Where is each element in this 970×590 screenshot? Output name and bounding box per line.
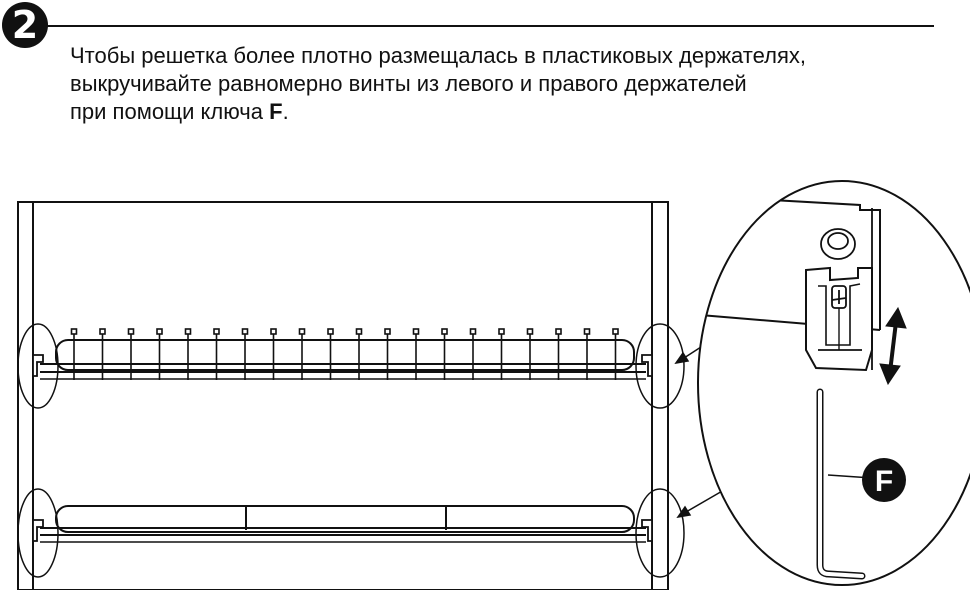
rack-tine-cap (583, 328, 591, 335)
wrench-key-letter: F (269, 99, 283, 124)
rack-tine-cap (441, 328, 448, 335)
rack-tine-cap (412, 328, 420, 335)
rack-tine-cap (184, 328, 192, 335)
rack-tine-cap (213, 328, 220, 335)
holder-highlight-circles (17, 323, 685, 578)
rack-tine-cap (127, 328, 135, 335)
rack-tine-cap (526, 328, 534, 335)
adjustment-double-arrow (879, 306, 907, 386)
header-rule (46, 25, 934, 27)
zoom-detail-view: F (697, 180, 970, 586)
rack-tine-cap (355, 328, 363, 335)
rack-tine-cap (327, 328, 334, 335)
rack-tine-cap (241, 328, 249, 335)
tool-label-f: F (875, 465, 893, 498)
step-number-badge: 2 (2, 2, 48, 48)
rack-tine-cap (270, 328, 277, 335)
instruction-line-3-prefix: при помощи ключа (70, 99, 270, 124)
rack-tine-cap (156, 328, 163, 335)
rack-tine-cap (469, 328, 477, 335)
instruction-line-3-suffix: . (282, 99, 289, 124)
instruction-text: Чтобы решетка более плотно размещалась в… (70, 42, 950, 126)
rack-tine-cap (384, 328, 391, 335)
instruction-line-1: Чтобы решетка более плотно размещалась в… (70, 43, 807, 68)
lower-tray (40, 505, 646, 543)
rack-tine-cap (99, 328, 106, 335)
plastic-holders (32, 354, 653, 542)
tool-label-circle (862, 458, 906, 502)
rack-tine-cap (70, 328, 78, 335)
instruction-line-2: выкручивайте равномерно винты из левого … (70, 71, 747, 96)
rack-tine-cap (612, 328, 619, 335)
upper-dish-rack (40, 328, 646, 380)
assembly-diagram: F (17, 180, 970, 590)
instruction-line-3: при помощи ключа F. (70, 98, 950, 126)
rack-tine-cap (498, 328, 505, 335)
rack-tine-cap (555, 328, 562, 335)
rack-tine-cap (298, 328, 306, 335)
